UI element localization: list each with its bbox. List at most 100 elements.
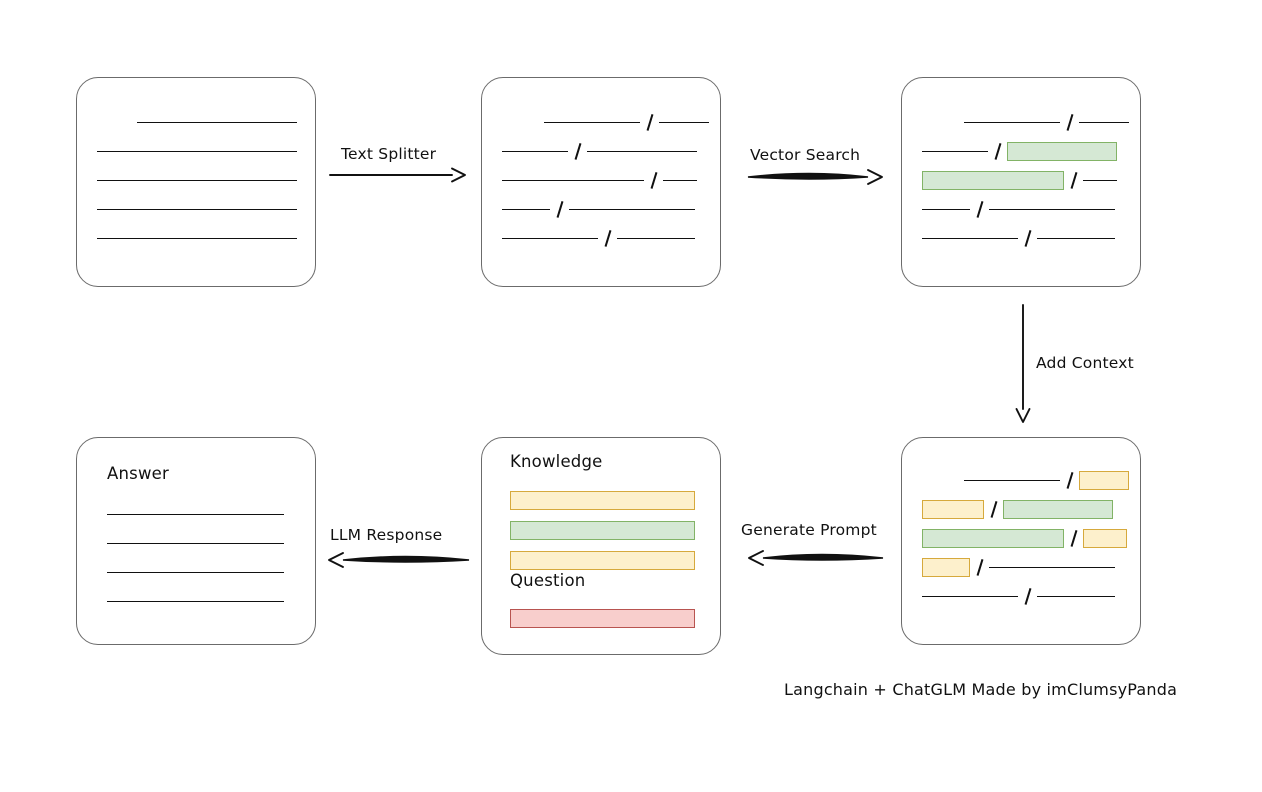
answer-box[interactable]: Answer [76,437,316,645]
text-line-segment [964,121,1060,123]
slash-separator [573,143,582,160]
slash-separator [649,172,658,189]
text-line-segment [502,237,598,239]
text-line-segment [569,208,695,210]
llm-response-arrow [328,552,470,568]
knowledge-bar [510,520,695,540]
knowledge-label: Knowledge [510,452,603,471]
edge-label-add-context: Add Context [1036,354,1134,372]
prompt-box[interactable]: Knowledge Question [481,437,721,655]
text-line-segment [1083,179,1117,181]
slash-separator [1023,588,1032,605]
slash-separator [975,559,984,576]
document-row [922,228,1115,248]
document-row [502,141,697,161]
text-line-segment [922,595,1018,597]
text-line-segment [922,208,970,210]
text-line-segment [502,208,550,210]
highlight-chip-yellow [1079,470,1129,490]
text-line-segment [922,150,988,152]
highlight-chip-red [510,608,695,628]
text-line-segment [617,237,695,239]
highlight-chip-yellow [922,557,970,577]
document-row [107,562,284,582]
split-chunks-box[interactable] [481,77,721,287]
text-line-segment [107,571,284,573]
document-row [502,170,697,190]
text-line-segment [97,237,297,239]
document-row [922,557,1115,577]
text-line-segment [989,208,1115,210]
slash-separator [645,114,654,131]
document-row [544,112,709,132]
text-line-segment [989,566,1115,568]
edge-label-generate-prompt: Generate Prompt [741,521,877,539]
text-line-segment [97,179,297,181]
context-chunks-box[interactable] [901,437,1141,645]
slash-separator [993,143,1002,160]
document-row [97,228,297,248]
edge-label-text-splitter: Text Splitter [341,145,437,163]
slash-separator [1069,172,1078,189]
slash-separator [989,501,998,518]
highlight-chip-green [1007,141,1117,161]
document-row [137,112,297,132]
document-row [502,199,695,219]
text-line-segment [659,121,709,123]
document-row [107,591,284,611]
document-row [922,170,1117,190]
edge-label-vector-search: Vector Search [750,146,861,164]
document-row [97,170,297,190]
slash-separator [975,201,984,218]
highlight-chip-yellow [1083,528,1127,548]
highlight-chip-green [1003,499,1113,519]
matched-chunks-box[interactable] [901,77,1141,287]
slash-separator [555,201,564,218]
text-line-segment [107,542,284,544]
question-bar [510,608,695,628]
edge-label-llm-response: LLM Response [330,526,443,544]
text-line-segment [137,121,297,123]
source-document-box[interactable] [76,77,316,287]
document-row [107,533,284,553]
document-row [107,504,284,524]
context-chunks-rows [902,438,1140,644]
question-bars [482,438,720,654]
document-row [922,141,1117,161]
text-line-segment [97,208,297,210]
text-line-segment [587,150,697,152]
question-label: Question [510,571,586,590]
add-context-arrow [1015,304,1031,423]
text-line-segment [107,600,284,602]
highlight-chip-yellow [922,499,984,519]
highlight-chip-green [510,520,695,540]
document-row [964,112,1129,132]
slash-separator [1023,230,1032,247]
text-line-segment [97,150,297,152]
slash-separator [1069,530,1078,547]
text-line-segment [922,237,1018,239]
vector-search-arrow [747,169,883,185]
text-line-segment [107,513,284,515]
text-line-segment [663,179,697,181]
slash-separator [1065,114,1074,131]
highlight-chip-yellow [510,550,695,570]
document-row [922,586,1115,606]
highlight-chip-yellow [510,490,695,510]
document-row [922,528,1127,548]
knowledge-bar [510,550,695,570]
footer-credit: Langchain + ChatGLM Made by imClumsyPand… [784,680,1178,699]
knowledge-bar [510,490,695,510]
document-row [502,228,695,248]
source-document-rows [77,78,315,286]
knowledge-bars [482,438,720,654]
text-line-segment [1037,595,1115,597]
text-line-segment [502,179,644,181]
split-chunks-rows [482,78,720,286]
slash-separator [1065,472,1074,489]
answer-label: Answer [107,464,169,483]
text-line-segment [1037,237,1115,239]
matched-chunks-rows [902,78,1140,286]
document-row [922,499,1113,519]
